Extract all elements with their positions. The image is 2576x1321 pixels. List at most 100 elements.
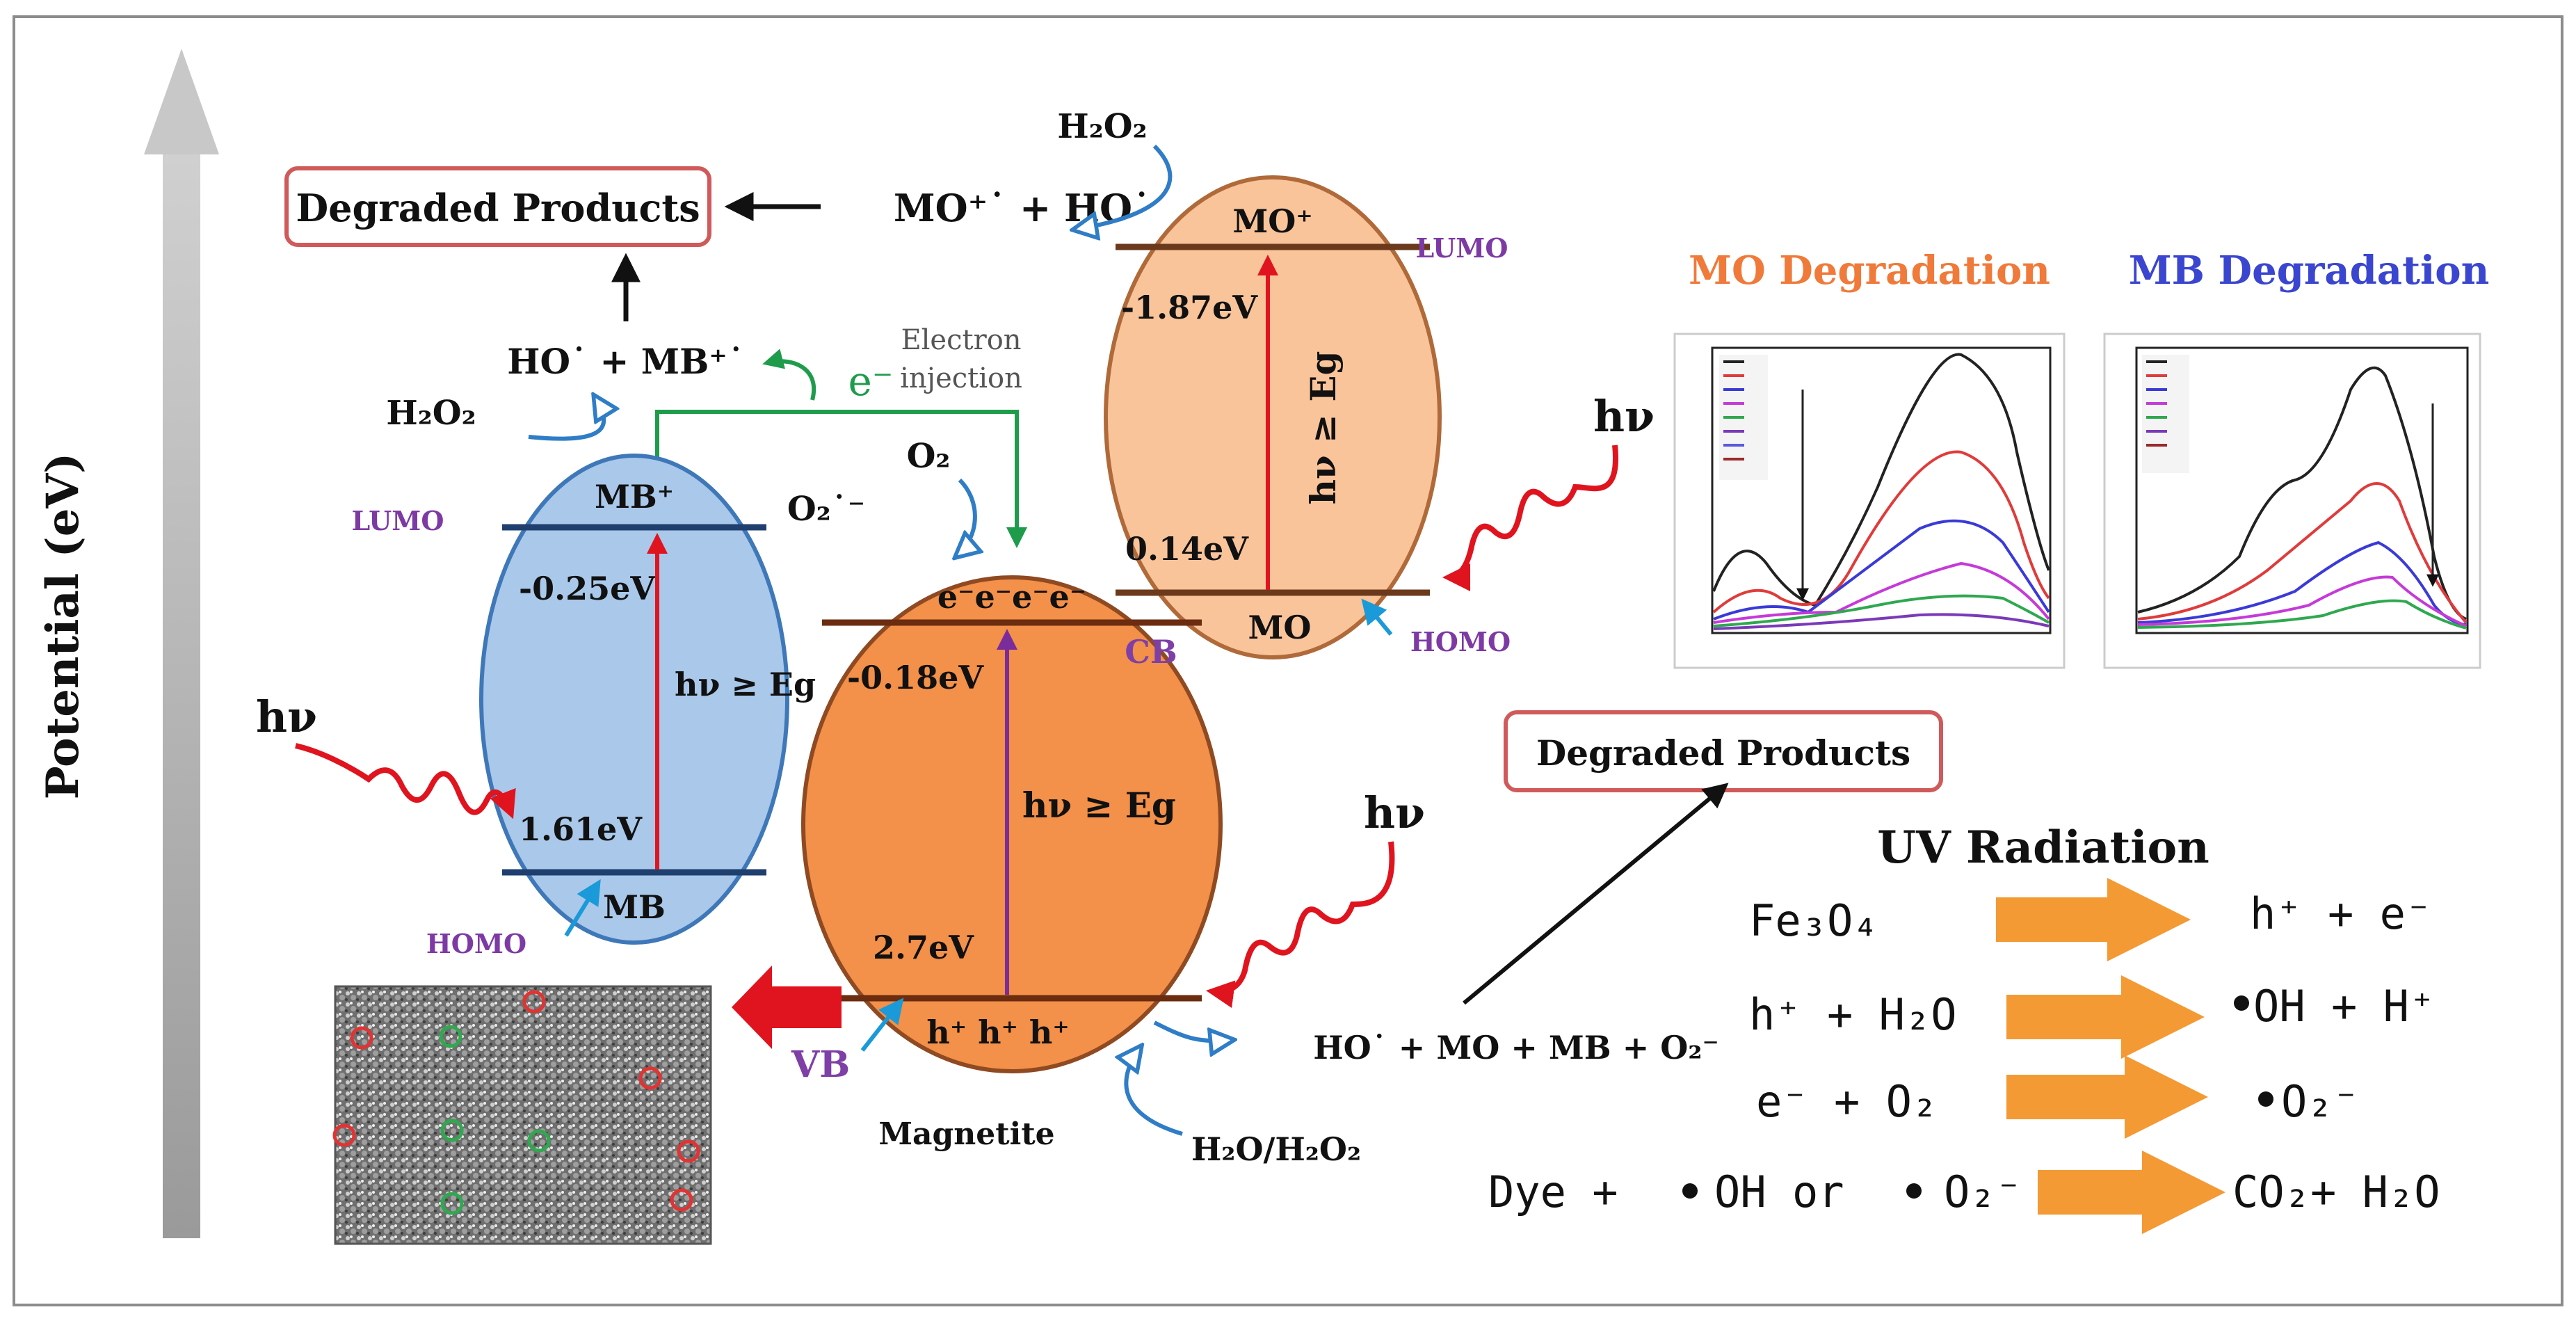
- mb-light-wave: [295, 743, 516, 819]
- magnetite-band-diagram: e⁻e⁻e⁻e⁻ CB -0.18eV 2.7eV h⁺ h⁺ h⁺ hν ≥ …: [787, 437, 1719, 1168]
- axis-shaft: [163, 153, 200, 1238]
- sem-marker-green-3: [527, 1129, 551, 1153]
- injection-curve-arrow: [762, 349, 816, 401]
- mo-ellipse: [1104, 175, 1442, 659]
- reaction-4-left-b: OH or: [1714, 1167, 1844, 1217]
- mo-h2o2-arrow: [1074, 144, 1173, 230]
- magnetite-ellipse: [801, 575, 1223, 1073]
- mo-bottom-species: MO: [1248, 609, 1312, 646]
- reaction-4-left-c: O₂⁻: [1944, 1167, 2022, 1217]
- reaction-1-right: h⁺ + e⁻: [2250, 888, 2431, 939]
- sem-marker-green-4: [440, 1192, 464, 1215]
- degraded-products-label-bottom: Degraded Products: [1536, 732, 1910, 774]
- mo-h2o2: H₂O₂: [1057, 107, 1147, 146]
- injection-label-1: Electron: [901, 324, 1021, 356]
- magnetite-vb-label: VB: [791, 1043, 850, 1086]
- reaction-1-arrow: [1996, 878, 2191, 961]
- magnetite-cb-label: CB: [1125, 633, 1177, 671]
- degradation-spectra: MO Degradation MB Degradation: [1673, 248, 2490, 669]
- radical-dot-4: [1906, 1183, 1922, 1199]
- electron-injection-path: e⁻ Electron injection: [655, 324, 1027, 548]
- magnetite-o2: O₂: [907, 437, 951, 476]
- mb-hv-label: hν: [256, 691, 317, 742]
- potential-axis: Potential (eV): [37, 49, 219, 1238]
- magnetite-cb-electrons: e⁻e⁻e⁻e⁻: [937, 578, 1086, 616]
- mb-lumo-energy: -0.25eV: [519, 570, 656, 607]
- mo-light-wave: [1442, 445, 1619, 591]
- magnetite-light-wave: [1206, 841, 1395, 1008]
- mb-homo-energy: 1.61eV: [519, 810, 643, 848]
- radical-dot-2: [2258, 1091, 2273, 1107]
- mb-ellipse: [479, 454, 789, 945]
- magnetite-water: H₂O/H₂O₂: [1191, 1130, 1361, 1168]
- sem-image-panel: [332, 966, 842, 1245]
- magnetite-o2-arrow: [956, 478, 975, 557]
- magnetite-vb-energy: 2.7eV: [873, 929, 974, 966]
- mb-homo-pointer: [564, 879, 601, 937]
- mb-bottom-species: MB: [603, 888, 666, 926]
- axis-arrowhead: [144, 49, 219, 154]
- sem-marker-red-6: [670, 1188, 693, 1212]
- reaction-3-arrow: [2006, 1055, 2208, 1139]
- mo-homo-label: HOMO: [1410, 626, 1511, 657]
- mb-spectrum-plot: [2103, 333, 2481, 669]
- mo-top-species: MO⁺: [1232, 202, 1312, 240]
- mo-transition: hν ≥ Eg: [1303, 351, 1344, 505]
- mo-lumo-energy: -1.87eV: [1121, 289, 1258, 326]
- sem-image: [334, 985, 712, 1245]
- mb-h2o2: H₂O₂: [386, 394, 476, 433]
- reaction-scheme: UV Radiation Fe₃O₄ h⁺ + e⁻ h⁺ + H₂O OH +…: [1488, 822, 2440, 1234]
- sem-red-arrow: [732, 966, 842, 1049]
- mb-band-diagram: MB⁺ MB -0.25eV 1.61eV hν ≥ Eg LUMO HOMO …: [256, 394, 816, 959]
- mo-hv-label: hν: [1593, 391, 1655, 442]
- magnetite-name: Magnetite: [878, 1116, 1054, 1152]
- mo-spectrum-plot: [1673, 333, 2066, 669]
- magnetite-output-arrow: [1153, 1020, 1232, 1041]
- reaction-3-left: e⁻ + O₂: [1756, 1076, 1938, 1127]
- sem-marker-green-1: [439, 1025, 462, 1048]
- reaction-2-right: OH + H⁺: [2253, 981, 2435, 1032]
- sem-marker-red-3: [638, 1066, 662, 1090]
- reaction-2-arrow: [2006, 975, 2205, 1059]
- mo-degradation-title: MO Degradation: [1689, 248, 2050, 294]
- reactions-title: UV Radiation: [1877, 822, 2209, 874]
- reaction-4-arrow: [2038, 1151, 2225, 1234]
- injection-electron-symbol: e⁻: [848, 358, 894, 405]
- degraded-products-box-top: [284, 166, 711, 247]
- mo-homo-pointer: [1361, 598, 1393, 636]
- mb-radicals-text: HO˙ + MB⁺˙: [507, 341, 745, 382]
- radical-dot-3: [1682, 1183, 1698, 1199]
- sem-marker-red-4: [332, 1123, 356, 1147]
- top-degraded-products: Degraded Products MO⁺˙ + HO˙ HO˙ + MB⁺˙: [284, 166, 1151, 382]
- sem-marker-green-2: [440, 1119, 464, 1142]
- mb-lumo-label: LUMO: [352, 505, 444, 536]
- injection-label-2: injection: [900, 362, 1022, 394]
- axis-label: Potential (eV): [37, 453, 89, 800]
- sem-marker-red-5: [677, 1139, 700, 1163]
- mo-lumo-label: LUMO: [1416, 232, 1508, 264]
- reaction-1-left: Fe₃O₄: [1749, 895, 1879, 946]
- mb-homo-label: HOMO: [426, 928, 526, 959]
- frame-border: [13, 15, 2563, 1306]
- sem-marker-red-1: [350, 1026, 373, 1050]
- mb-h2o2-arrow: [528, 397, 604, 441]
- mb-transition: hν ≥ Eg: [675, 666, 816, 703]
- reaction-4-right: CO₂+ H₂O: [2232, 1167, 2440, 1217]
- reaction-3-right: O₂⁻: [2281, 1076, 2359, 1127]
- radical-dot-1: [2234, 995, 2249, 1011]
- mo-band-diagram: MO⁺ MO -1.87eV 0.14eV hν ≥ Eg LUMO HOMO …: [1057, 107, 1655, 659]
- reaction-4-left-a: Dye +: [1488, 1167, 1618, 1217]
- mb-degradation-title: MB Degradation: [2129, 248, 2490, 294]
- magnetite-radicals-output: HO˙ + MO + MB + O₂⁻: [1313, 1029, 1719, 1066]
- degraded-products-label-top: Degraded Products: [296, 186, 700, 230]
- magnetite-hv-label: hν: [1364, 787, 1425, 838]
- magnetite-vb-holes: h⁺ h⁺ h⁺: [926, 1014, 1069, 1051]
- magnetite-cb-energy: -0.18eV: [847, 659, 984, 696]
- output-to-products-arrow: [1463, 783, 1729, 1005]
- magnetite-vb-pointer: [860, 998, 904, 1052]
- magnetite-superoxide: O₂˙⁻: [787, 490, 865, 529]
- bottom-degraded-products: Degraded Products: [1463, 710, 1943, 1005]
- magnetite-water-arrow: [1126, 1047, 1183, 1136]
- mb-top-species: MB⁺: [595, 478, 674, 515]
